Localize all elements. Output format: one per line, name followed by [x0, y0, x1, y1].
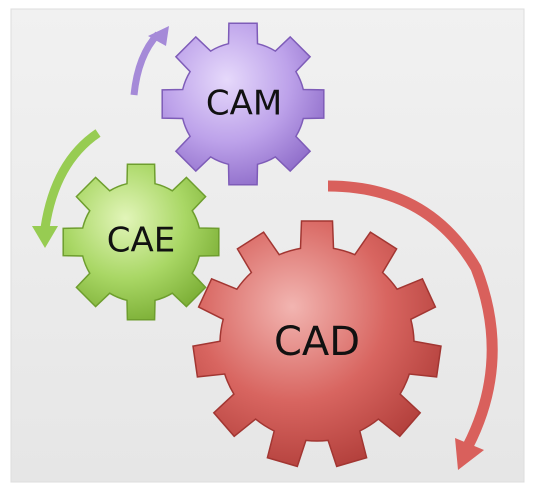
arrow-purple: [130, 26, 169, 96]
gear-cae-label: CAE: [107, 221, 175, 261]
gear-cam-body: [161, 22, 325, 186]
gear-cad-label: CAD: [274, 319, 360, 365]
gear-cam-label: CAM: [206, 84, 282, 124]
gear-cad-body: [192, 220, 442, 468]
gear-cad: CAD: [192, 220, 442, 468]
gear-cae: CAE: [62, 163, 220, 321]
gear-cam: CAM: [161, 22, 325, 186]
arrow-green: [32, 129, 101, 248]
gear-cae-body: [62, 163, 220, 321]
arrow-red: [327, 180, 498, 470]
